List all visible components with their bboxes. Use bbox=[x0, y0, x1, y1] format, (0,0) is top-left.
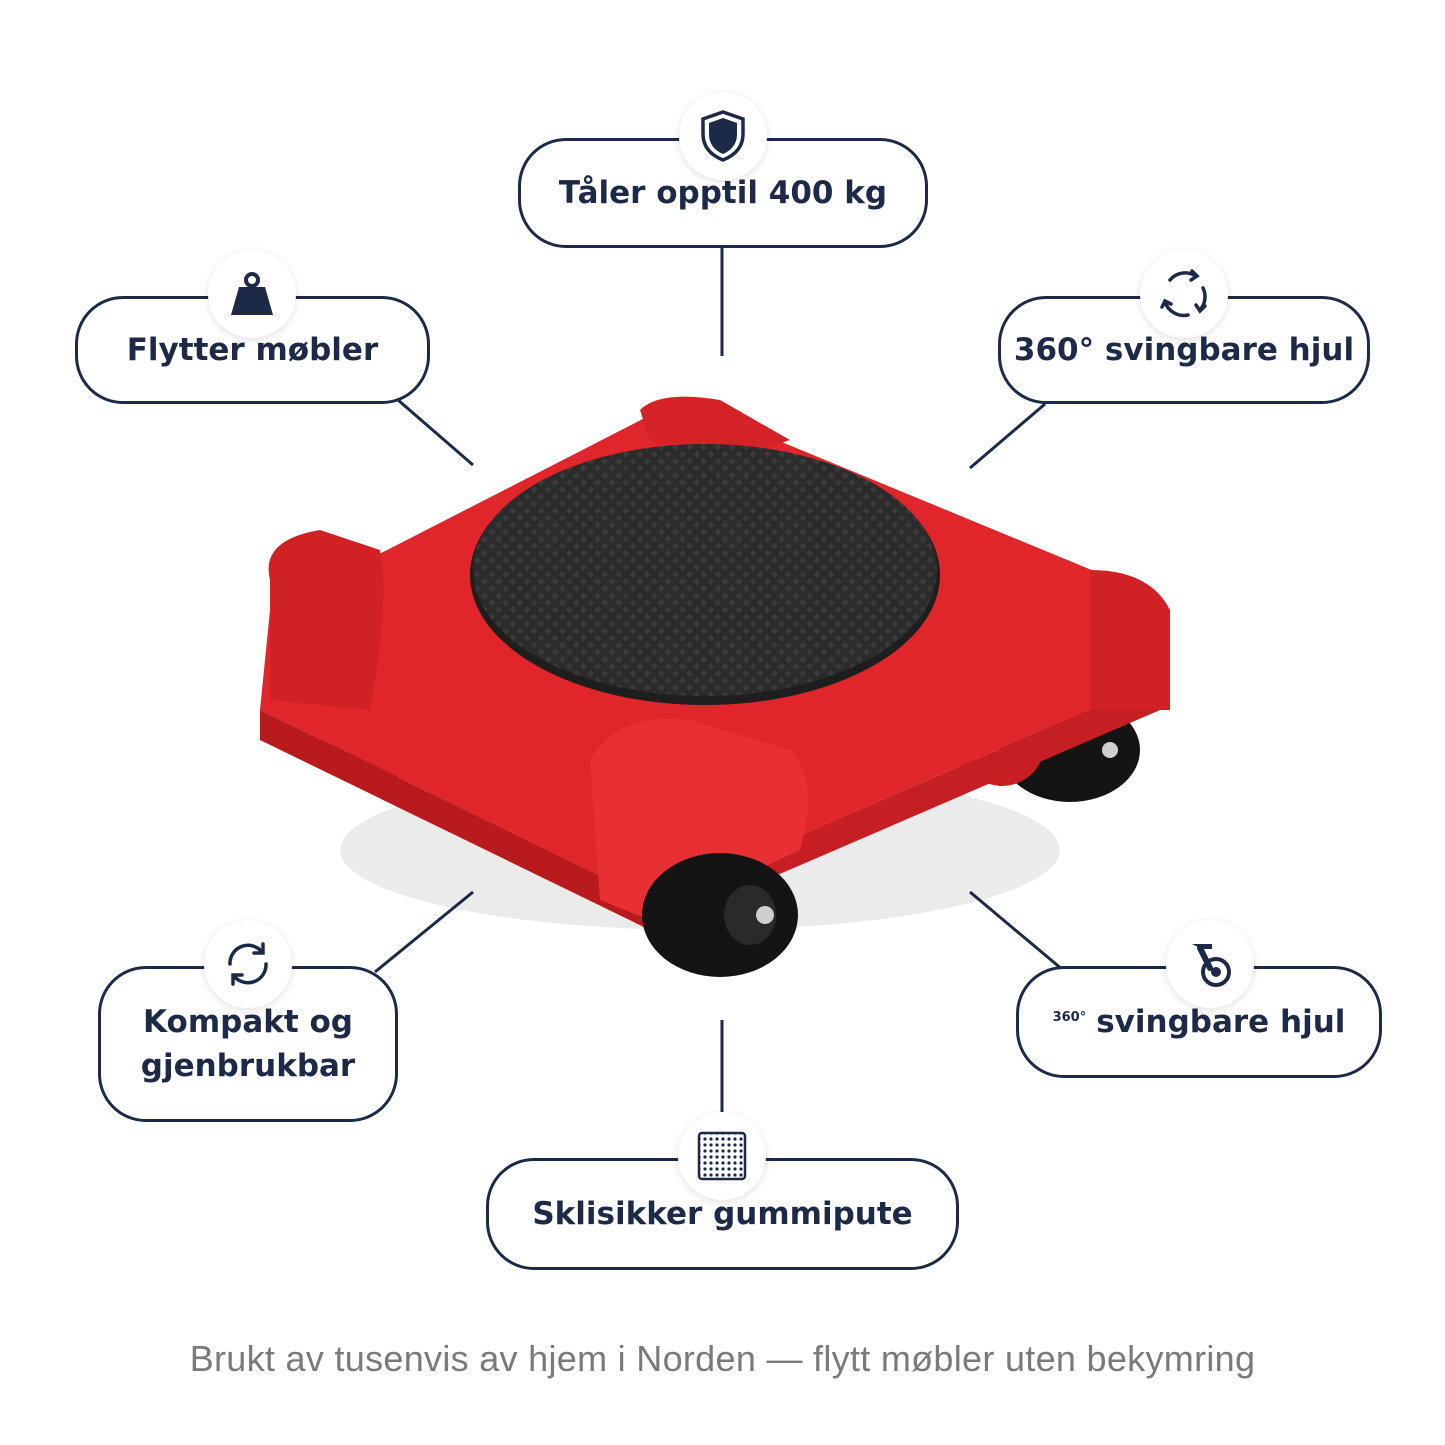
caster-wheel-icon bbox=[1166, 920, 1254, 1008]
tagline: Brukt av tusenvis av hjem i Norden — fly… bbox=[189, 1338, 1256, 1379]
feature-swivel-label: 360° svingbare hjul bbox=[1013, 332, 1355, 368]
recycle-arrows-icon bbox=[204, 920, 292, 1008]
feature-compact-label-line2: gjenbrukbar bbox=[140, 1048, 356, 1084]
furniture-dolly-image bbox=[260, 396, 1170, 977]
rubber-pad-icon bbox=[678, 1112, 766, 1200]
shield-icon bbox=[679, 92, 767, 180]
feature-move-label: Flytter møbler bbox=[126, 332, 379, 368]
swivel-360-badge: 360° bbox=[1052, 1010, 1087, 1025]
feature-compact-label-line1: Kompakt og bbox=[143, 1004, 353, 1040]
weight-icon bbox=[208, 250, 296, 338]
feature-load-label: Tåler opptil 400 kg bbox=[558, 175, 888, 211]
feature-wheels-label: svingbare hjul bbox=[1096, 1004, 1346, 1040]
feature-load-capacity: Tåler opptil 400 kg bbox=[518, 138, 928, 248]
feature-pad-label: Sklisikker gummipute bbox=[532, 1196, 913, 1232]
feature-360-swivel: 360° svingbare hjul bbox=[998, 296, 1370, 404]
rotate-icon bbox=[1140, 250, 1228, 338]
